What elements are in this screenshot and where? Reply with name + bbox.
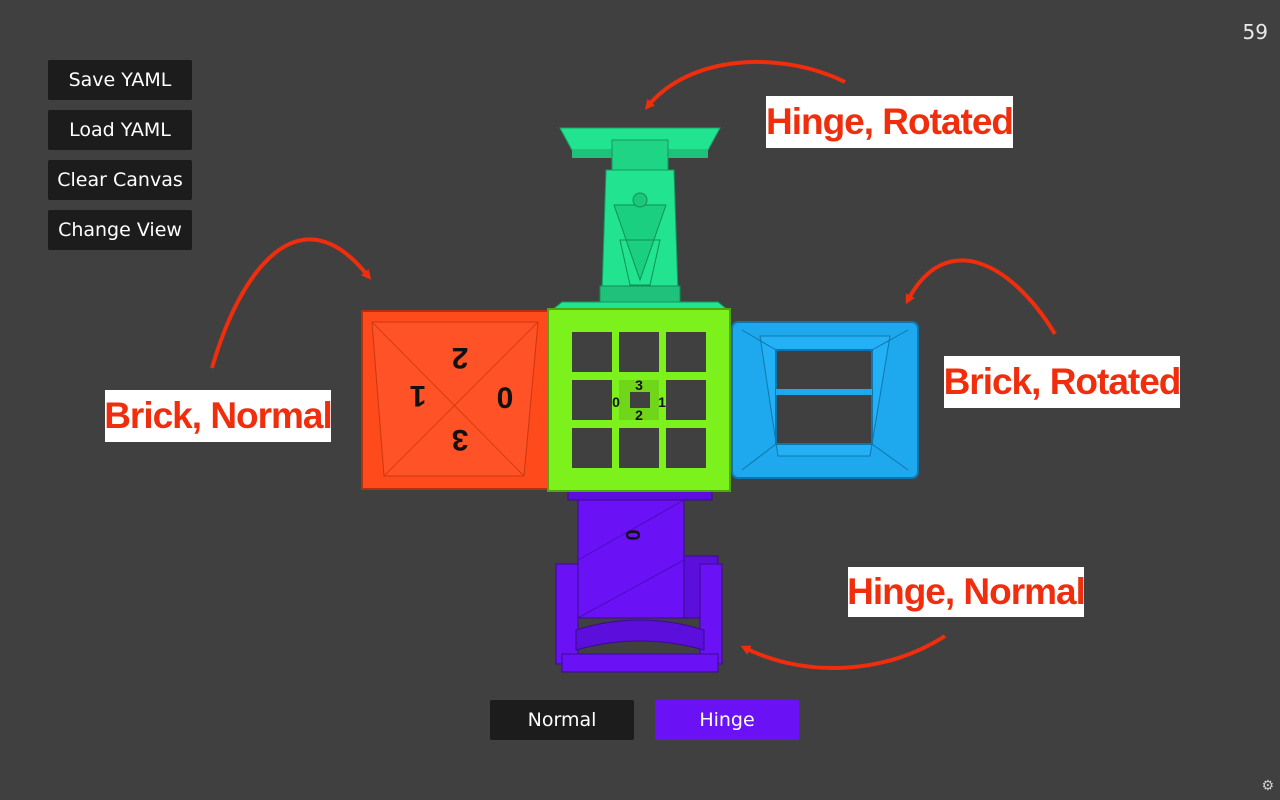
core-module[interactable]: 3 0 1 2 [547,308,731,492]
save-yaml-button[interactable]: Save YAML [48,60,192,100]
brick-face-label: 0 [497,382,514,415]
core-face-label: 2 [635,407,643,423]
callout-brick-rotated: Brick, Rotated [944,356,1181,408]
brick-face-label: 2 [452,341,469,374]
hinge-rotated-module[interactable] [550,127,730,311]
hinge-mode-button[interactable]: Hinge [655,700,799,740]
annotation-arrow [740,634,947,670]
annotation-arrow [905,258,1057,336]
core-face-label: 3 [635,377,643,393]
hinge-face-label: 0 [621,529,643,540]
annotation-arrow [210,237,372,369]
gear-icon[interactable]: ⚙ [1261,778,1274,794]
annotation-arrow [644,59,846,110]
change-view-button[interactable]: Change View [48,210,192,250]
brick-rotated-module[interactable] [731,321,919,479]
normal-mode-button[interactable]: Normal [490,700,634,740]
brick-normal-module[interactable]: 2 1 0 3 [361,310,549,490]
fps-counter: 59 [1242,20,1268,44]
load-yaml-button[interactable]: Load YAML [48,110,192,150]
clear-canvas-button[interactable]: Clear Canvas [48,160,192,200]
callout-hinge-normal: Hinge, Normal [847,567,1086,617]
brick-face-label: 3 [452,423,469,456]
callout-hinge-rotated: Hinge, Rotated [766,96,1014,148]
core-face-label: 0 [612,394,620,410]
brick-face-label: 1 [410,379,427,412]
callout-brick-normal: Brick, Normal [104,390,333,442]
core-face-label: 1 [658,394,666,410]
hinge-normal-module[interactable]: 0 [555,487,723,673]
